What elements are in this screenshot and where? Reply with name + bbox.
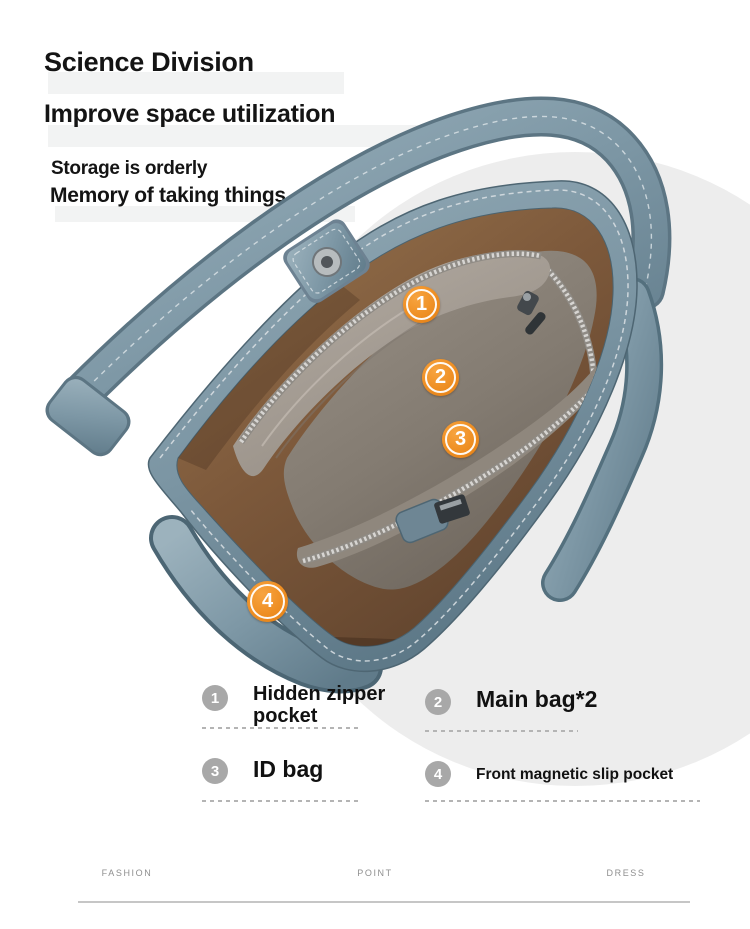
legend-dot-1: 1 xyxy=(202,685,228,711)
callout-ring xyxy=(445,424,476,455)
callout-number: 1 xyxy=(415,292,428,315)
legend-dash xyxy=(425,730,578,732)
interior-shadow xyxy=(178,284,360,470)
zipper-pull xyxy=(517,290,546,335)
footer-fashion: FASHION xyxy=(101,868,153,878)
legend-dash xyxy=(202,727,358,729)
callout-number: 3 xyxy=(454,427,467,450)
top-handle-strap xyxy=(60,96,672,415)
divider-tab xyxy=(395,494,470,544)
legend-dash xyxy=(202,800,358,802)
callout-3: 3 xyxy=(442,421,479,458)
legend-dot-2: 2 xyxy=(425,689,451,715)
legend-label-3: ID bag xyxy=(253,756,324,782)
main-compartment xyxy=(283,250,597,590)
legend-label-4: Front magnetic slip pocket xyxy=(476,766,674,783)
callout-ring xyxy=(250,584,285,619)
magnetic-snap-tab xyxy=(283,219,370,303)
bottom-left-strap xyxy=(149,515,383,694)
zipper-divider xyxy=(296,366,604,568)
callout-number: 2 xyxy=(434,365,447,388)
legend-label-2: Main bag*2 xyxy=(476,686,598,712)
right-strap xyxy=(541,277,664,602)
tagline-memory: Memory of taking things xyxy=(50,184,286,207)
callout-ring xyxy=(406,289,437,320)
footer-dress: DRESS xyxy=(606,868,646,878)
strap-end xyxy=(45,375,131,457)
legend-dot-3: 3 xyxy=(202,758,228,784)
footer-divider xyxy=(78,901,690,903)
divider-zipper xyxy=(302,377,605,565)
legend-dot-4: 4 xyxy=(425,761,451,787)
callout-4: 4 xyxy=(247,581,288,622)
page-title: Science Division xyxy=(44,47,254,77)
page-subtitle: Improve space utilization xyxy=(44,100,336,128)
subtitle-highlight-bar xyxy=(48,125,472,147)
hidden-pocket-zipper xyxy=(238,250,542,444)
callout-2: 2 xyxy=(422,359,459,396)
legend-dash xyxy=(425,800,700,802)
callout-1: 1 xyxy=(403,286,440,323)
callout-ring xyxy=(425,362,456,393)
title-highlight-bar xyxy=(48,72,344,94)
footer-point: POINT xyxy=(357,868,393,878)
legend-label-1: Hidden zipper pocket xyxy=(253,683,386,728)
callout-number: 4 xyxy=(261,589,274,612)
tagline-storage: Storage is orderly xyxy=(51,158,208,179)
